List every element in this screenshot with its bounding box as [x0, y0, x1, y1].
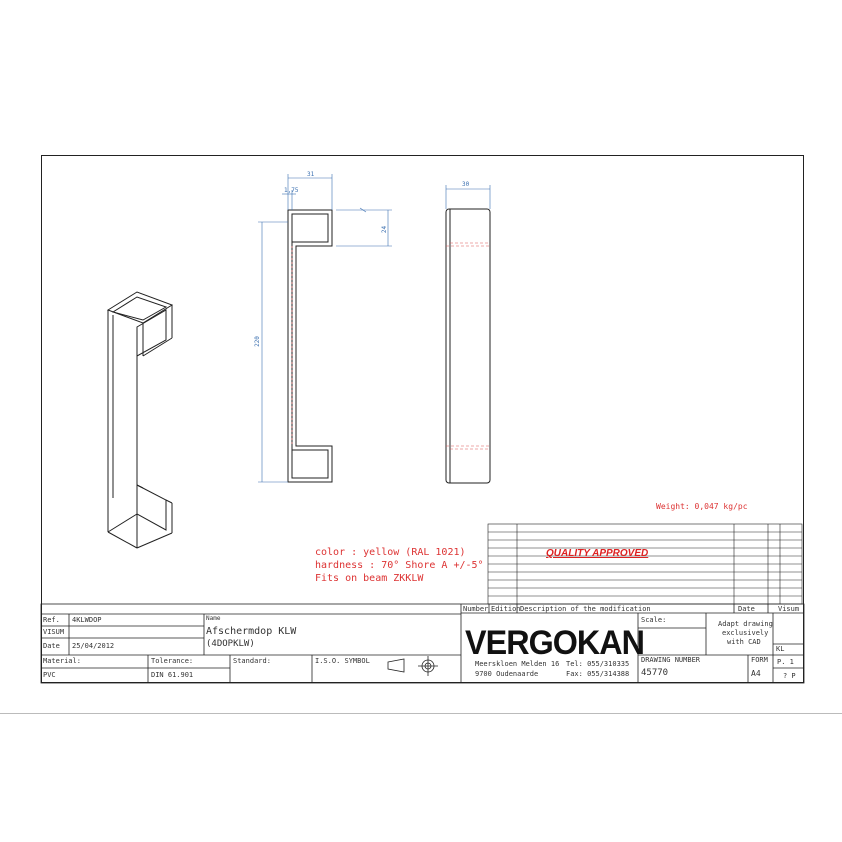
- fits-note: Fits on beam ZKKLW: [315, 573, 424, 584]
- form-value: A4: [751, 669, 761, 678]
- part-name: Afschermdop KLW: [206, 626, 297, 637]
- rev-header-date: Date: [738, 605, 755, 613]
- dimension-length: 220: [253, 336, 261, 347]
- revision-table: [487, 523, 803, 605]
- scale-label: Scale:: [641, 616, 667, 624]
- dimension-side-width: 30: [462, 181, 470, 188]
- cad-note-line-1: Adapt drawing: [718, 620, 773, 628]
- title-block-grid: [40, 603, 805, 684]
- rev-header-visum: Visum: [778, 605, 800, 613]
- weight-note: Weight: 0,047 kg/pc: [656, 502, 748, 511]
- cad-note-line-3: with CAD: [727, 638, 761, 646]
- address-line-1: Meerskloen Melden 16: [475, 660, 560, 668]
- side-view-hidden-lines: [446, 242, 490, 450]
- visum-label: VISUM: [43, 628, 65, 636]
- drawing-number: 45770: [641, 668, 669, 678]
- drawing-number-label: DRAWING NUMBER: [641, 656, 701, 664]
- ref-value: 4KLWDOP: [72, 616, 102, 624]
- profile-view: [287, 209, 333, 483]
- material-value: PVC: [43, 671, 56, 679]
- dimension-flange: 24: [381, 225, 389, 234]
- tolerance-label: Tolerance:: [151, 657, 194, 665]
- dimension-lines: [258, 174, 491, 483]
- address-line-2: 9700 Oudenaarde: [475, 670, 539, 678]
- rev-header-edition: Edition: [491, 605, 521, 613]
- cad-note-line-2: exclusively: [722, 629, 769, 637]
- page-label: P. 1: [777, 658, 794, 666]
- part-code: (4DOPKLW): [206, 639, 255, 649]
- color-note: color : yellow (RAL 1021): [315, 547, 466, 558]
- telephone: Tel: 055/310335: [566, 660, 630, 668]
- material-notes: color : yellow (RAL 1021) hardness : 70°…: [315, 546, 484, 585]
- kl-label: KL: [776, 645, 785, 653]
- date-label: Date: [43, 642, 60, 650]
- hardness-note: hardness : 70° Shore A +/-5°: [315, 560, 484, 571]
- dimension-wall: 1,75: [284, 187, 299, 194]
- drawing-sheet-border: [41, 155, 804, 683]
- tolerance-value: DIN 61.901: [151, 671, 194, 679]
- quality-approved-stamp: QUALITY APPROVED: [546, 548, 649, 559]
- side-view: [445, 208, 491, 484]
- page-value: ? P: [783, 672, 796, 680]
- fax: Fax: 055/314388: [566, 670, 630, 678]
- rev-header-number: Number: [463, 605, 489, 613]
- form-label: FORM: [751, 656, 768, 664]
- rev-header-description: Description of the modification: [520, 605, 651, 613]
- dimension-top-width: 31: [307, 171, 315, 178]
- page-bottom-rule: [0, 713, 842, 714]
- isometric-view: [106, 291, 174, 549]
- material-label: Material:: [43, 657, 81, 665]
- vergokan-logo: VERGOKAN: [465, 624, 645, 662]
- ref-label: Ref.: [43, 616, 60, 624]
- date-value: 25/04/2012: [72, 642, 115, 650]
- name-label: Name: [206, 615, 221, 622]
- iso-projection-symbol: [387, 656, 438, 676]
- iso-symbol-label: I.S.O. SYMBOL: [315, 657, 370, 665]
- standard-label: Standard:: [233, 657, 271, 665]
